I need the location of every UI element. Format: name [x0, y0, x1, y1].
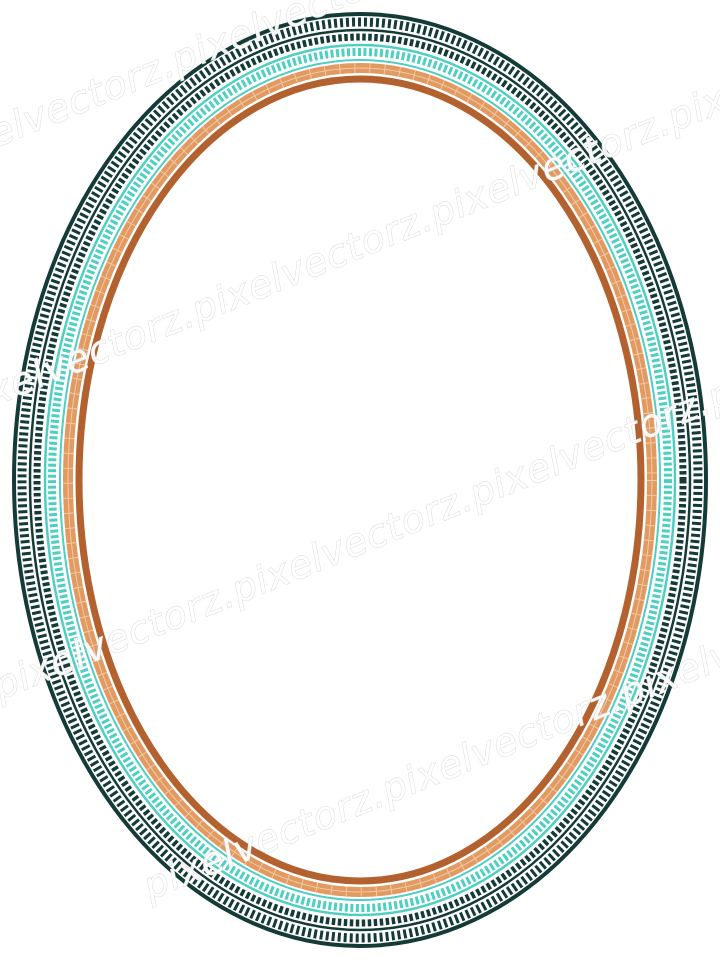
outer-dark-tick-band [17, 17, 703, 943]
inner-dark-tick-band [33, 33, 687, 927]
orange-band-midline [67, 67, 653, 893]
outer-dark-line [12, 12, 708, 948]
watermark-line-4: pixelvectorz.pixelvectorz.pixelvectorz.p… [136, 488, 720, 909]
decorative-rings [12, 12, 708, 948]
aqua-tick-band [48, 48, 672, 912]
aqua-line [43, 43, 677, 917]
copper-inner-ring [75, 75, 645, 885]
aqua-inner-line [59, 59, 661, 901]
inner-dark-line [28, 28, 692, 932]
